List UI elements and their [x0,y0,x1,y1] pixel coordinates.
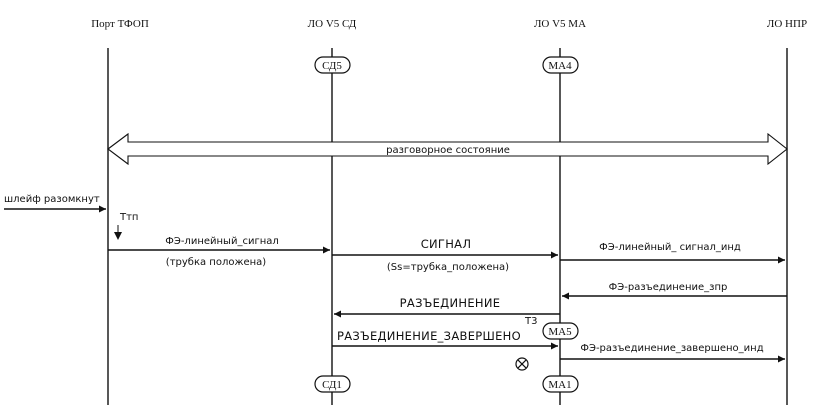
state-ma-top: МА4 [542,56,579,74]
state-ma-bottom: МА1 [542,375,579,393]
header-lo-v5-ma: ЛО V5 МА [534,18,586,30]
msg-fe-line-signal-sub: (трубка положена) [166,257,266,268]
timer-stop-icon [515,357,529,371]
msg-fe-line-signal: ФЭ-линейный_сигнал [165,236,279,247]
msg-signal-sub: (Ss=трубка_положена) [387,262,509,273]
conversation-state-label: разговорное состояние [386,145,510,156]
state-sd-bottom: СД1 [314,375,351,393]
timer-ttp: Ттп [119,212,138,223]
loop-open-label: шлейф разомкнут [4,194,100,205]
msg-disconnect-done: РАЗЪЕДИНЕНИЕ_ЗАВЕРШЕНО [337,329,521,343]
header-port: Порт ТФОП [91,18,149,30]
state-sd-top: СД5 [314,56,351,74]
state-ma-mid: МА5 [542,322,579,340]
msg-fe-line-signal-ind: ФЭ-линейный_ сигнал_инд [599,242,741,253]
msg-fe-disconnect-req: ФЭ-разъединение_зпр [609,282,728,293]
conversation-state-arrow: разговорное состояние [107,132,788,166]
timer-t3: Т3 [524,316,537,327]
state-sd-bottom-label: СД1 [322,379,342,391]
state-ma-bottom-label: МА1 [548,379,571,391]
timer-ttp-arrow [114,232,122,240]
msg-fe-disconnect-done-ind: ФЭ-разъединение_завершено_инд [580,343,763,354]
state-ma-mid-label: МА5 [548,326,572,338]
msg-signal: СИГНАЛ [421,237,472,251]
header-lo-v5-sd: ЛО V5 СД [308,18,357,30]
state-ma-top-label: МА4 [548,60,572,72]
header-lo-npr: ЛО НПР [767,18,807,30]
msg-disconnect: РАЗЪЕДИНЕНИЕ [400,296,501,310]
state-sd-top-label: СД5 [322,60,342,72]
